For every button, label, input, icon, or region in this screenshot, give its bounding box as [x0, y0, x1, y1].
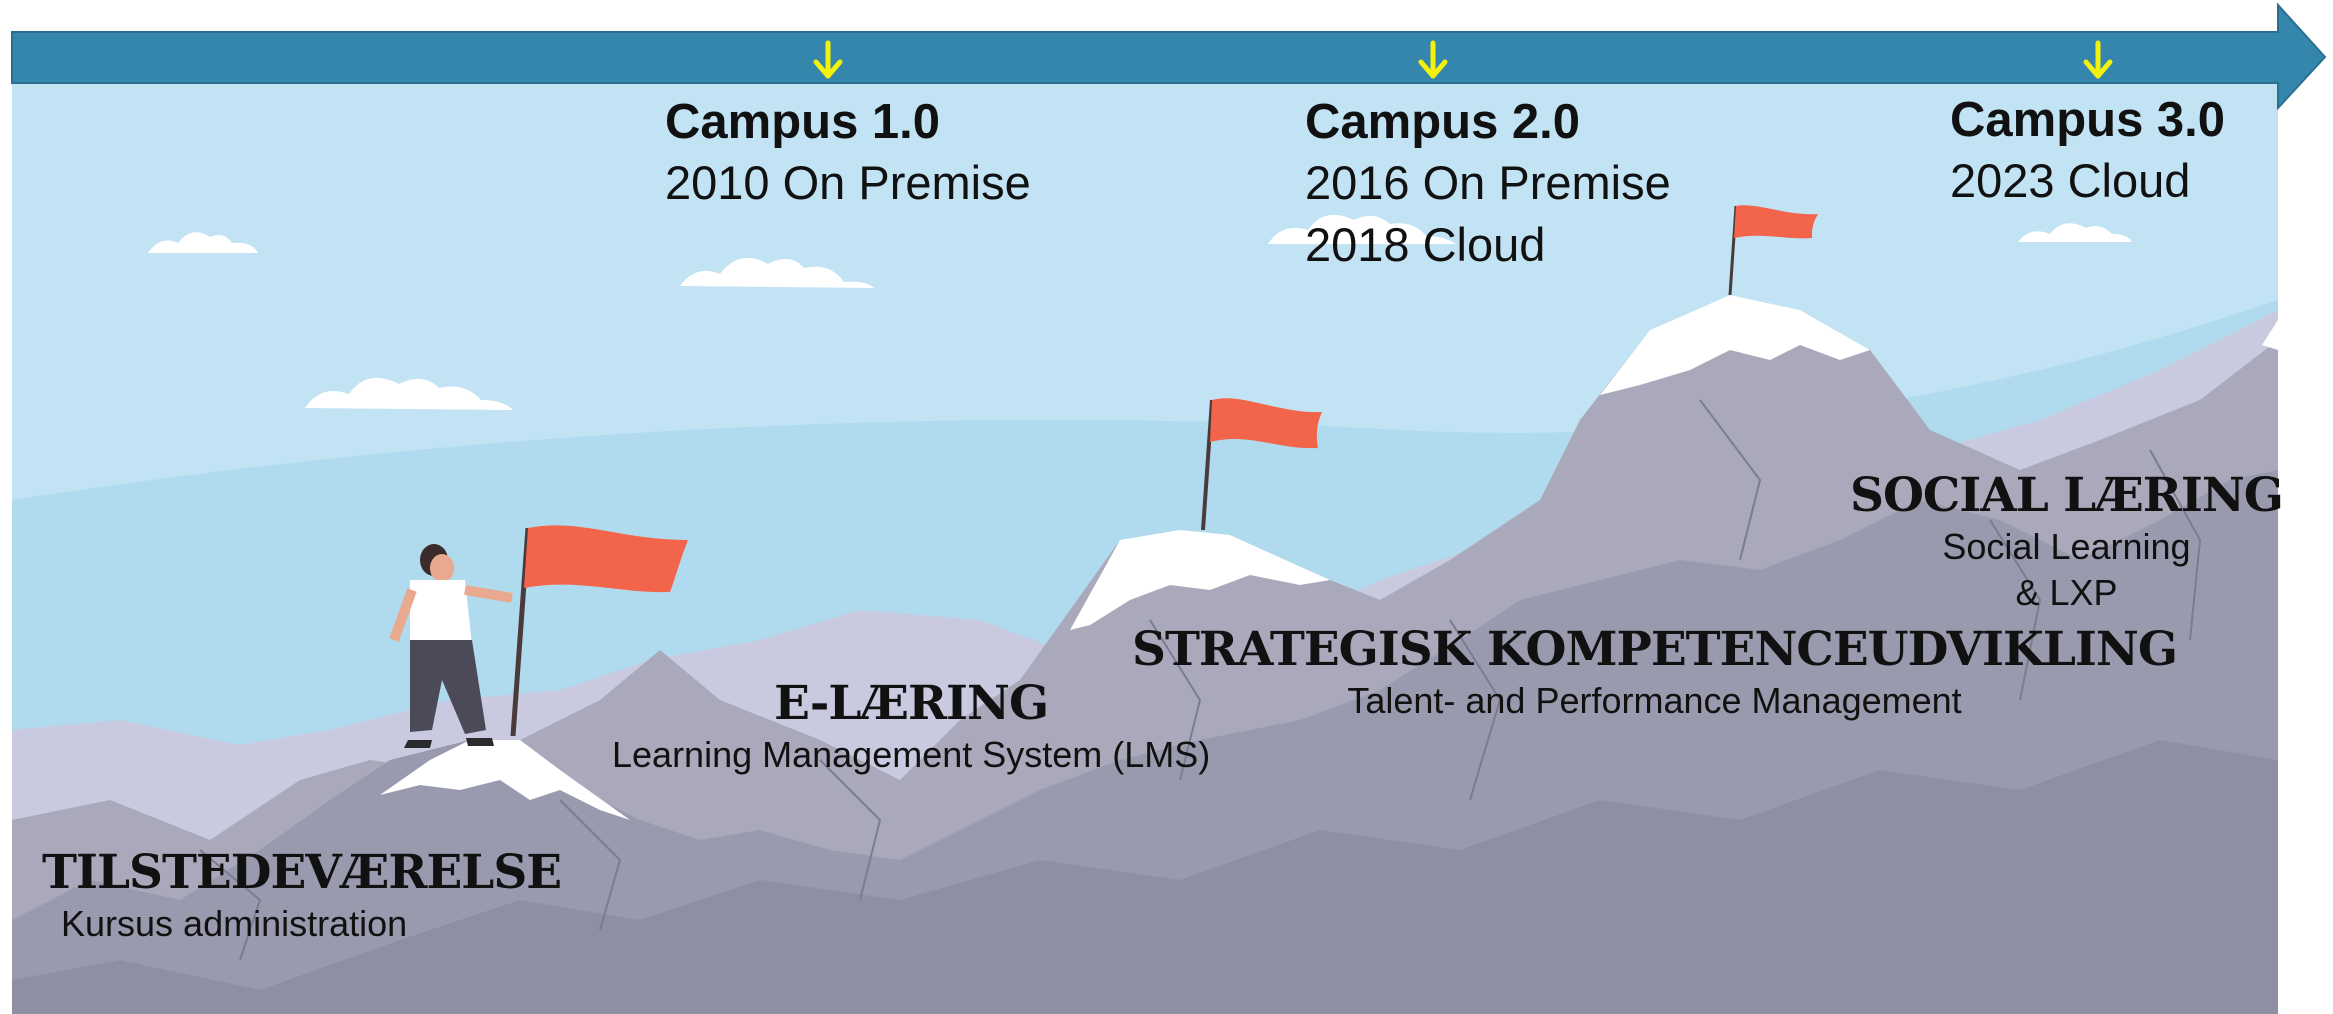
clouds [148, 214, 2132, 410]
snow-cap [1070, 530, 1330, 630]
cloud [305, 377, 513, 410]
stage-subtitle: Social Learning [1942, 526, 2191, 567]
milestone-campus-1: Campus 1.0 2010 On Premise [665, 92, 1031, 214]
flag-3 [1728, 205, 1818, 296]
foreground-ridge [12, 740, 2278, 1014]
milestone-marker [813, 40, 843, 79]
snow-cap [380, 740, 630, 820]
milestone-detail: 2016 On Premise [1305, 156, 1671, 209]
milestone-campus-3: Campus 3.0 2023 Cloud [1950, 90, 2225, 212]
flag-2 [1201, 398, 1322, 531]
stage-title: SOCIAL LÆRING [1850, 468, 2284, 523]
milestone-marker [2083, 40, 2113, 79]
stage-title: E-LÆRING [774, 676, 1049, 731]
milestone-title: Campus 3.0 [1950, 93, 2226, 147]
milestone-marker [1418, 40, 1448, 79]
stage-title: TILSTEDEVÆRELSE [42, 845, 562, 900]
snow-cap [1600, 295, 1870, 395]
stage-social-laering: SOCIAL LÆRING Social Learning & LXP [1850, 468, 2284, 616]
milestone-detail: 2010 On Premise [665, 156, 1031, 209]
milestone-detail: 2023 Cloud [1950, 154, 2191, 207]
stage-tilstedevaerelse: TILSTEDEVÆRELSE Kursus administration [42, 845, 562, 947]
stage-subtitle: & LXP [2015, 572, 2118, 613]
stage-e-laering: E-LÆRING Learning Management System (LMS… [612, 676, 1210, 778]
cloud [2018, 223, 2132, 242]
rock-lines [199, 399, 2202, 961]
cloud [680, 257, 874, 288]
milestone-title: Campus 2.0 [1305, 95, 1581, 149]
flag-1 [510, 525, 688, 737]
milestone-title: Campus 1.0 [665, 95, 941, 149]
stage-subtitle: Learning Management System (LMS) [612, 734, 1211, 775]
cloud [1268, 214, 1456, 244]
person-figure [389, 544, 513, 748]
timeline-arrow [11, 2, 2327, 111]
stage-title: STRATEGISK KOMPETENCEUDVIKLING [1132, 622, 2178, 677]
stage-subtitle: Talent- and Performance Management [1347, 680, 1962, 721]
stage-subtitle: Kursus administration [61, 903, 408, 944]
milestone-detail: 2018 Cloud [1305, 218, 1546, 271]
snow-cap [2262, 320, 2278, 350]
cloud [148, 232, 258, 253]
stage-strategisk: STRATEGISK KOMPETENCEUDVIKLING Talent- a… [1132, 622, 2178, 724]
milestone-campus-2: Campus 2.0 2016 On Premise 2018 Cloud [1305, 92, 1671, 276]
